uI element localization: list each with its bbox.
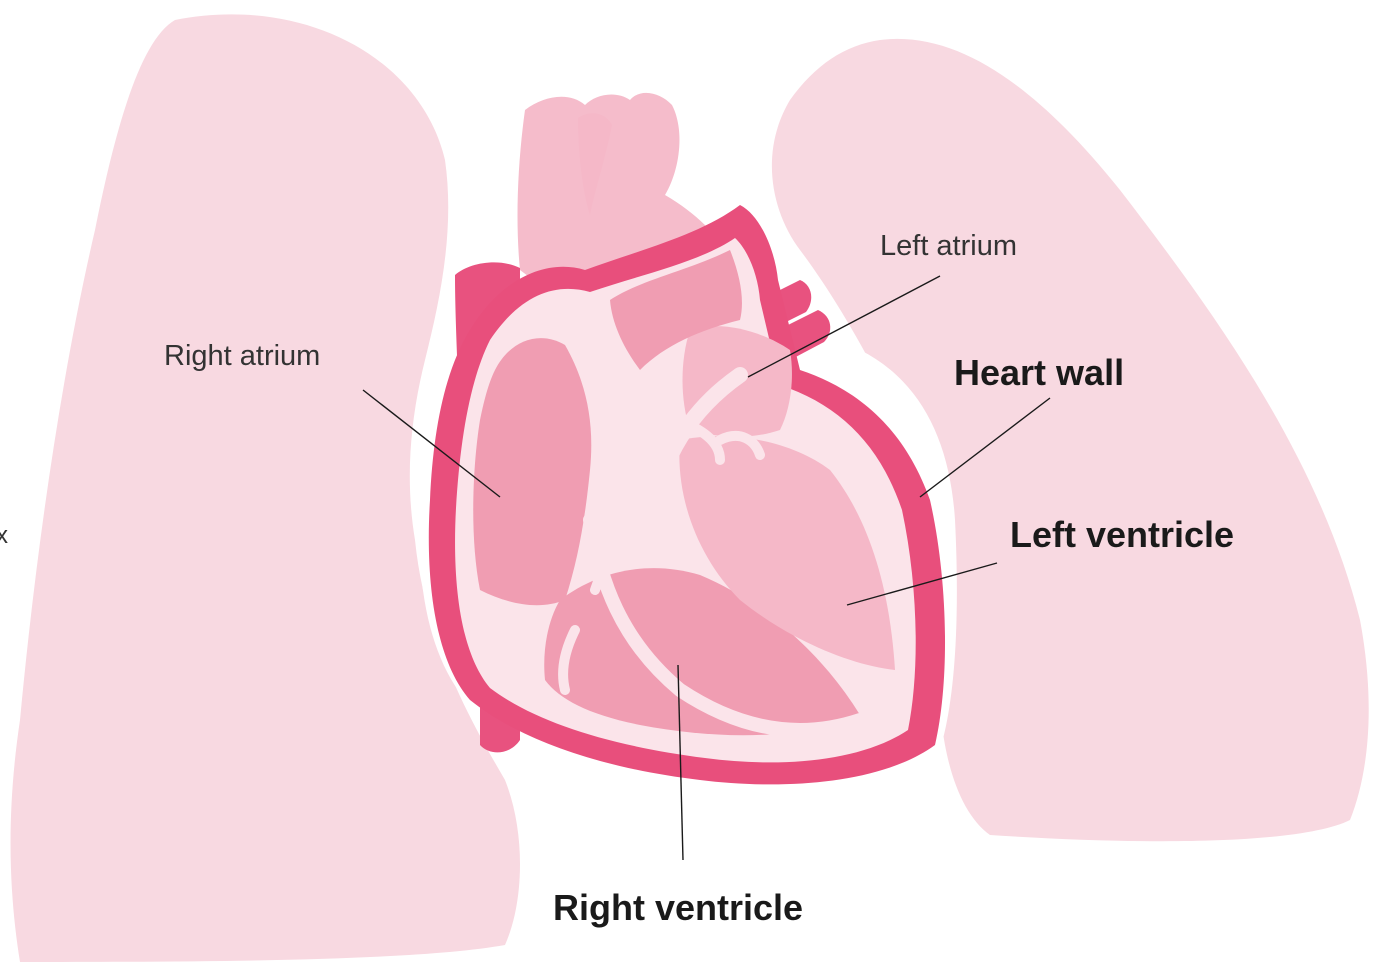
label-right-ventricle: Right ventricle <box>553 887 803 929</box>
label-left-ventricle: Left ventricle <box>1010 514 1234 556</box>
label-edge-fragment: x <box>0 522 8 550</box>
label-right-atrium: Right atrium <box>164 340 320 373</box>
label-heart-wall: Heart wall <box>954 352 1124 394</box>
label-left-atrium: Left atrium <box>880 230 1017 263</box>
